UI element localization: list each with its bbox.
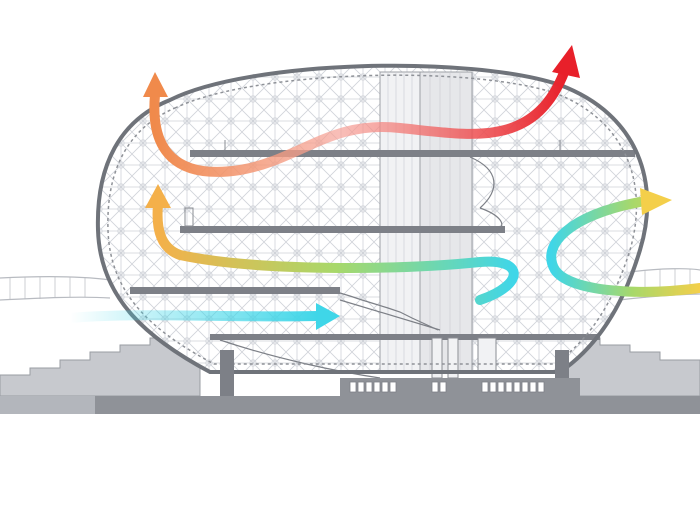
airflow-top-exhaust [149,65,570,177]
floor-slab-base [210,334,600,340]
stairs [219,156,503,379]
lattice-shell-interior [97,65,648,372]
ground-terrain [0,337,700,414]
airflow-arrows [65,45,700,330]
airflow-middle-arrowhead [145,184,171,208]
airflow-cool-intake-arrowhead [316,303,340,330]
egg-shell-outline [95,63,650,374]
floor-slabs [130,150,635,340]
floor-slab-middle [180,226,505,233]
airflow-middle-rising [152,200,519,305]
floor-slab-upper [190,150,635,157]
airflow-top-arrowhead-right [552,45,580,78]
foundation [220,350,580,396]
central-core [379,71,473,373]
interior-partitions [184,140,561,379]
egg-shell-inner [107,74,638,365]
airflow-right-scurve [546,197,700,297]
airflow-cool-intake [65,310,323,323]
floor-slab-lower [130,287,340,294]
airflow-top-arrowhead-left [143,72,168,97]
airflow-right-arrowhead [640,188,672,215]
